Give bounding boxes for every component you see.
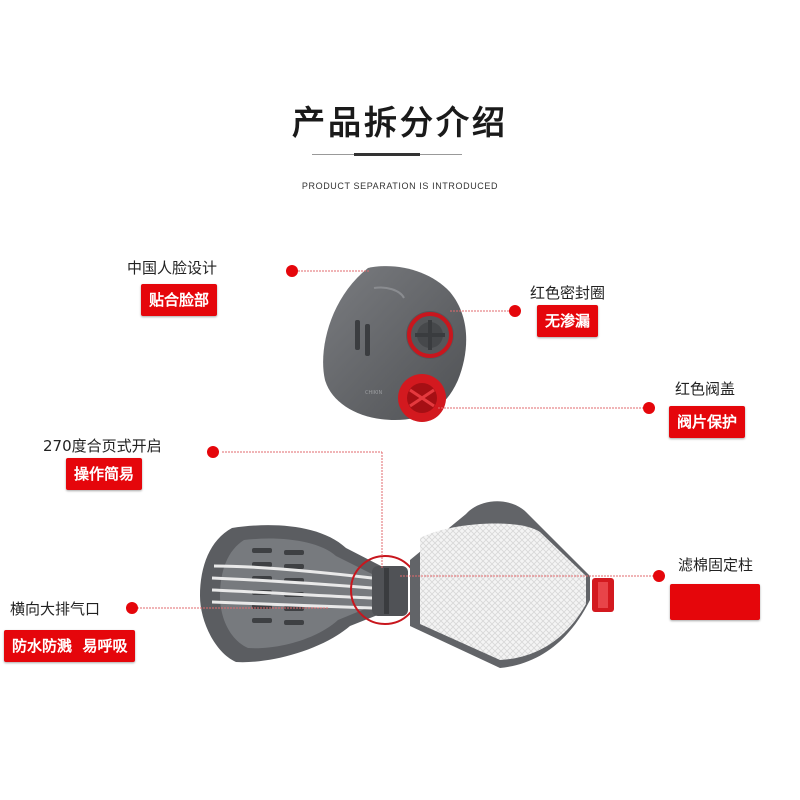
title-divider-accent <box>354 153 420 156</box>
callout-valve-cover-badge: 阀片保护 <box>669 406 746 438</box>
callout-exhaust-label: 横向大排气口 <box>10 600 101 618</box>
callout-hinge-badge: 操作简易 <box>66 458 143 490</box>
mask-body-image: CHIKIN <box>323 266 467 422</box>
dot-icon <box>643 402 655 414</box>
callout-face-design-label: 中国人脸设计 <box>127 259 218 277</box>
dot-icon <box>509 305 521 317</box>
dot-icon <box>207 446 219 458</box>
callout-seal-ring-badge: 无渗漏 <box>537 305 599 337</box>
page-subtitle: PRODUCT SEPARATION IS INTRODUCED <box>301 181 499 191</box>
dot-icon <box>653 570 665 582</box>
callout-exhaust-badge: 防水防溅 易呼吸 <box>4 630 136 662</box>
callout-face-design-badge: 贴合脸部 <box>141 284 218 316</box>
dot-icon <box>126 602 138 614</box>
open-mask-image <box>200 501 614 668</box>
callout-filter-post-label: 滤棉固定柱 <box>678 556 754 574</box>
callout-seal-ring-label: 红色密封圈 <box>530 284 606 302</box>
svg-text:CHIKIN: CHIKIN <box>365 390 382 396</box>
dot-icon <box>286 265 298 277</box>
page-title: 产品拆分介绍 <box>292 103 508 142</box>
callout-valve-cover-label: 红色阀盖 <box>675 380 736 398</box>
callout-filter-post-badge <box>670 584 760 620</box>
callout-hinge-label: 270度合页式开启 <box>43 437 162 455</box>
